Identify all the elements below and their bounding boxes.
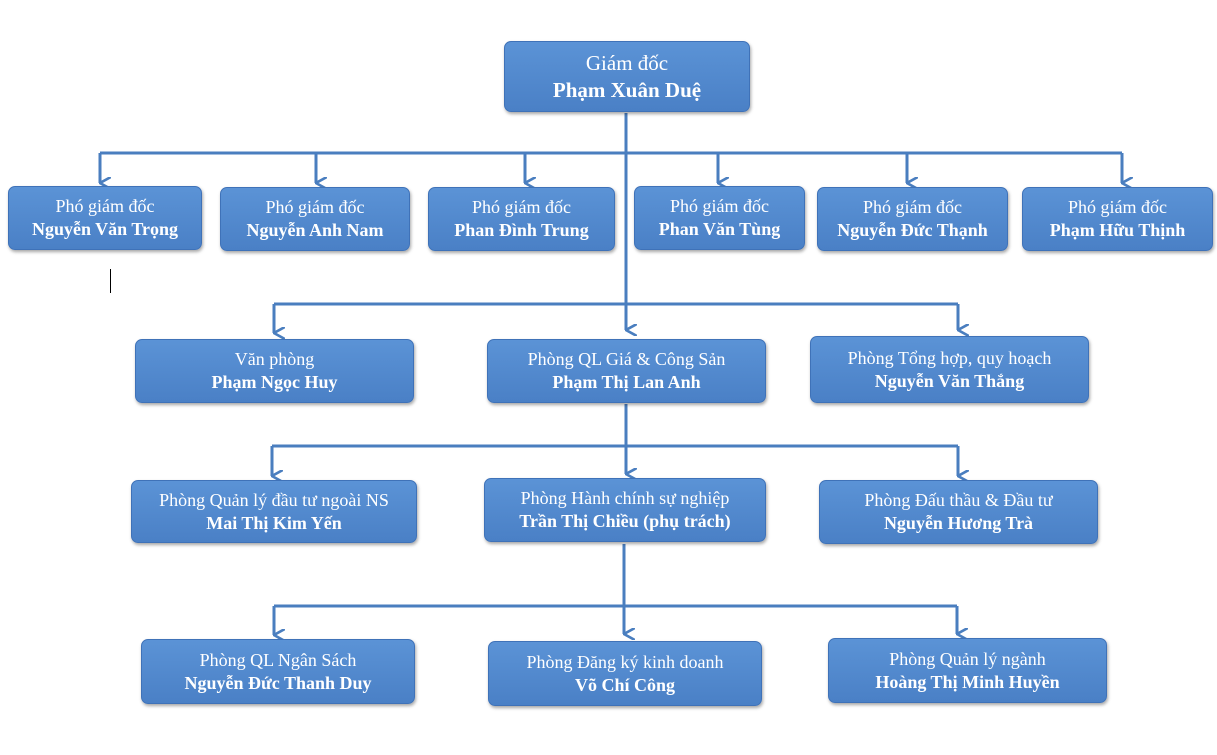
deputy-box: Phó giám đốc Nguyễn Anh Nam bbox=[220, 187, 410, 251]
deputy-name: Nguyễn Văn Trọng bbox=[31, 219, 179, 239]
department-title: Phòng Hành chính sự nghiệp bbox=[520, 488, 730, 508]
department-title: Phòng QL Giá & Công Sản bbox=[527, 349, 726, 369]
department-head: Mai Thị Kim Yến bbox=[206, 512, 342, 533]
deputy-title: Phó giám đốc bbox=[472, 197, 571, 217]
text-cursor bbox=[110, 269, 111, 293]
deputy-name: Nguyễn Đức Thạnh bbox=[837, 220, 988, 240]
department-title: Phòng Quản lý đầu tư ngoài NS bbox=[159, 489, 389, 510]
deputy-box: Phó giám đốc Nguyễn Văn Trọng bbox=[8, 186, 202, 250]
department-title: Phòng Tổng hợp, quy hoạch bbox=[847, 347, 1052, 368]
department-head: Nguyễn Hương Trà bbox=[883, 513, 1034, 533]
deputy-box: Phó giám đốc Phan Đình Trung bbox=[428, 187, 615, 251]
department-head: Phạm Thị Lan Anh bbox=[552, 372, 701, 392]
deputy-name: Nguyễn Anh Nam bbox=[246, 220, 384, 240]
department-head: Trần Thị Chiều (phụ trách) bbox=[519, 511, 731, 531]
deputy-box: Phó giám đốc Nguyễn Đức Thạnh bbox=[817, 187, 1008, 251]
department-box: Văn phòng Phạm Ngọc Huy bbox=[135, 339, 414, 403]
department-box: Phòng Hành chính sự nghiệp Trần Thị Chiề… bbox=[484, 478, 766, 542]
department-box: Phòng QL Giá & Công Sản Phạm Thị Lan Anh bbox=[487, 339, 766, 403]
department-title: Phòng QL Ngân Sách bbox=[199, 649, 357, 670]
deputy-box: Phó giám đốc Phạm Hữu Thịnh bbox=[1022, 187, 1213, 251]
director-title: Giám đốc bbox=[585, 50, 669, 75]
deputy-name: Phan Đình Trung bbox=[454, 220, 589, 240]
deputy-title: Phó giám đốc bbox=[863, 197, 962, 217]
deputy-title: Phó giám đốc bbox=[55, 196, 155, 216]
deputy-name: Phạm Hữu Thịnh bbox=[1049, 220, 1186, 240]
department-box: Phòng Đăng ký kinh doanh Võ Chí Công bbox=[488, 641, 762, 706]
director-name: Phạm Xuân Duệ bbox=[552, 77, 702, 102]
department-box: Phòng Quản lý đầu tư ngoài NS Mai Thị Ki… bbox=[131, 480, 417, 543]
deputy-title: Phó giám đốc bbox=[265, 197, 365, 217]
department-head: Hoàng Thị Minh Huyền bbox=[875, 671, 1060, 692]
deputy-title: Phó giám đốc bbox=[1068, 197, 1167, 217]
department-head: Võ Chí Công bbox=[574, 674, 676, 695]
department-title: Văn phòng bbox=[234, 349, 315, 369]
department-title: Phòng Đấu thầu & Đầu tư bbox=[864, 490, 1053, 510]
deputy-name: Phan Văn Tùng bbox=[658, 219, 781, 239]
department-box: Phòng QL Ngân Sách Nguyễn Đức Thanh Duy bbox=[141, 639, 415, 704]
department-title: Phòng Đăng ký kinh doanh bbox=[526, 651, 724, 672]
department-box: Phòng Đấu thầu & Đầu tư Nguyễn Hương Trà bbox=[819, 480, 1098, 544]
department-box: Phòng Quản lý ngành Hoàng Thị Minh Huyền bbox=[828, 638, 1107, 703]
deputy-box: Phó giám đốc Phan Văn Tùng bbox=[634, 186, 805, 250]
deputy-title: Phó giám đốc bbox=[670, 196, 769, 216]
department-title: Phòng Quản lý ngành bbox=[889, 648, 1046, 669]
department-head: Phạm Ngọc Huy bbox=[211, 372, 338, 392]
department-head: Nguyễn Văn Thắng bbox=[874, 370, 1025, 391]
department-box: Phòng Tổng hợp, quy hoạch Nguyễn Văn Thắ… bbox=[810, 336, 1089, 403]
department-head: Nguyễn Đức Thanh Duy bbox=[184, 672, 372, 693]
director-box: Giám đốc Phạm Xuân Duệ bbox=[504, 41, 750, 112]
